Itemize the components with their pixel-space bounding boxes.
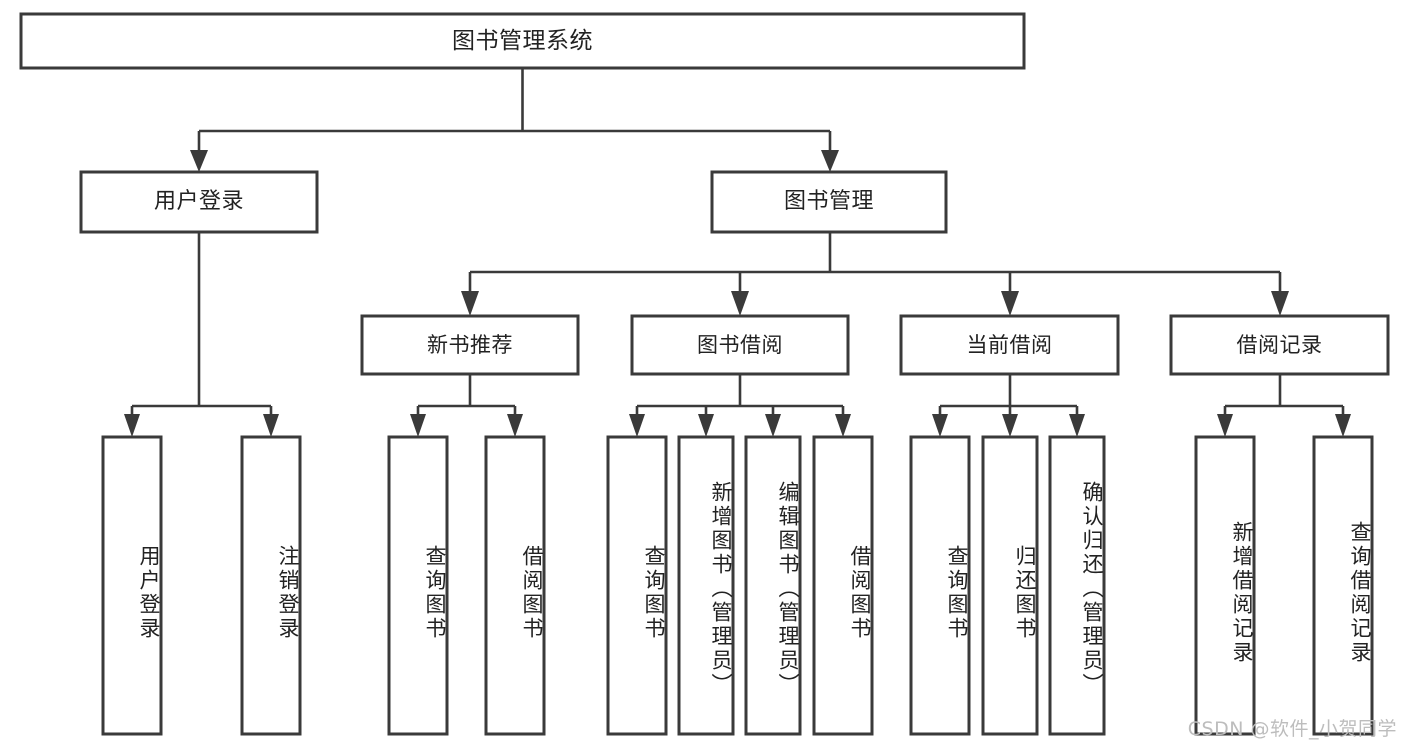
leaf-box-query-book-3[interactable] — [909, 435, 971, 736]
leaf-box-borrow-book-1[interactable] — [484, 435, 546, 736]
leaf-box-confirm-return[interactable] — [1048, 435, 1106, 736]
node-box-book-management[interactable] — [710, 170, 948, 234]
connector-lines — [130, 68, 1345, 415]
leaf-box-query-borrow-record[interactable] — [1312, 435, 1374, 736]
node-box-borrow-record[interactable] — [1169, 314, 1390, 376]
csdn-watermark: CSDN @软件_小贺同学 — [1187, 718, 1397, 740]
leaf-box-query-book-1[interactable] — [387, 435, 449, 736]
arrow-heads — [124, 150, 1351, 437]
leaf-box-add-book[interactable] — [677, 435, 735, 736]
leaf-box-edit-book[interactable] — [744, 435, 802, 736]
leaf-box-borrow-book-2[interactable] — [812, 435, 874, 736]
node-box-user-login[interactable] — [79, 170, 319, 234]
node-box-new-book-recommend[interactable] — [360, 314, 580, 376]
leaf-box-add-borrow-record[interactable] — [1194, 435, 1256, 736]
node-box-book-borrow[interactable] — [630, 314, 850, 376]
leaf-box-return-book[interactable] — [981, 435, 1039, 736]
node-box-root[interactable] — [19, 12, 1026, 70]
node-box-current-borrow[interactable] — [899, 314, 1120, 376]
leaf-box-user-login[interactable] — [101, 435, 163, 736]
leaf-box-logout[interactable] — [240, 435, 302, 736]
leaf-box-query-book-2[interactable] — [606, 435, 668, 736]
node-boxes — [19, 12, 1390, 736]
